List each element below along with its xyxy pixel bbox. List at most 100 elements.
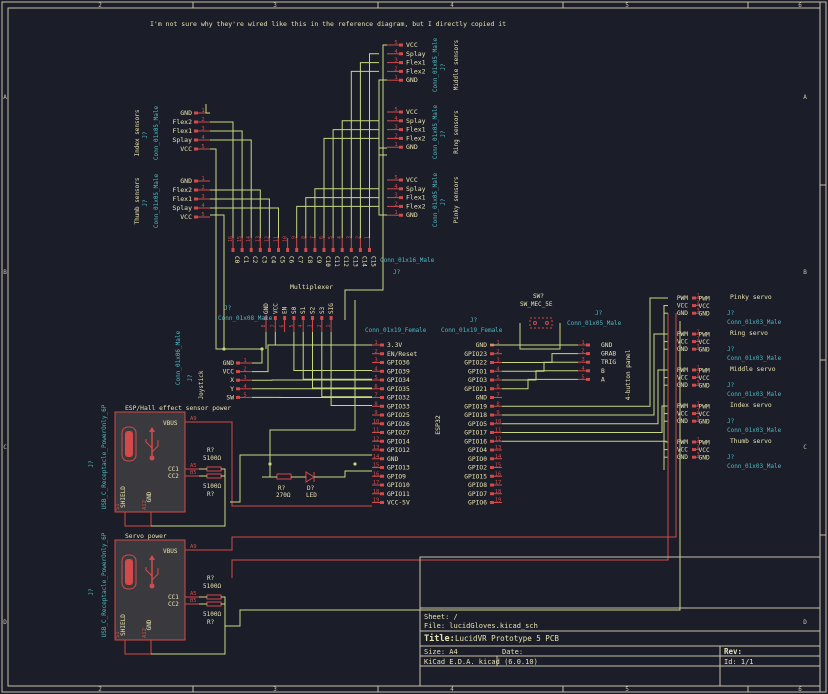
pin-head <box>341 248 344 252</box>
pin-head <box>259 248 262 252</box>
pin-name: EN <box>282 306 289 314</box>
usb-c-tongue <box>125 559 133 585</box>
pin-head <box>490 431 494 434</box>
resistor-value: 5100Ω <box>203 483 221 490</box>
servo-ref: J? <box>727 346 735 353</box>
pin-head <box>692 412 696 415</box>
pin-name: C9 <box>315 256 322 264</box>
pin-head <box>286 248 289 252</box>
pin-name: GND <box>699 347 710 354</box>
pin-name: GPIO14 <box>387 438 410 445</box>
pin-name: GPIO2 <box>468 465 487 472</box>
border-row-label: A <box>3 94 7 101</box>
pin-head <box>692 340 696 343</box>
border-col-label: 6 <box>798 686 802 693</box>
pin-name: Splay <box>172 136 192 144</box>
pin-number: 3 <box>201 126 204 132</box>
pin-name: C14 <box>360 256 367 267</box>
pin-head <box>692 376 696 379</box>
usb-pin-vbus: VBUS <box>163 548 178 555</box>
joystick-ref: J? <box>187 374 194 382</box>
pin-head <box>490 379 494 382</box>
pin-head <box>277 248 280 252</box>
pin-head <box>194 180 198 183</box>
pin-name: C6 <box>288 256 295 264</box>
pin-name: GPIO9 <box>387 473 406 480</box>
wire <box>297 206 379 238</box>
pin-head <box>292 316 295 320</box>
pin-head <box>332 248 335 252</box>
servo-value: Conn_01x03_Male <box>727 355 782 362</box>
pin-name: GND <box>699 455 710 462</box>
pin-name: PWM <box>677 331 688 338</box>
pin-name: GND <box>406 143 418 151</box>
pin-head <box>380 492 384 495</box>
pin-number: 5 <box>581 374 584 380</box>
rev-label: Rev: <box>724 647 742 656</box>
pin-number: 12 <box>373 436 380 442</box>
pin-name: GND <box>406 76 418 84</box>
wire <box>210 215 224 349</box>
pin-name: Splay <box>406 185 426 193</box>
pin-name: Flex2 <box>406 202 426 210</box>
pin-name: VCC <box>406 108 418 116</box>
pin-head <box>586 361 590 364</box>
pin-head <box>490 370 494 373</box>
pin-head <box>490 440 494 443</box>
connector-value: Conn_01x05_Male <box>153 174 160 229</box>
usb-ref: J? <box>88 588 95 596</box>
pin-name: SIG <box>328 303 335 314</box>
servo-ref: J? <box>727 454 735 461</box>
pin-head <box>236 362 240 365</box>
wire <box>230 455 372 502</box>
connector-ref: J? <box>142 199 149 207</box>
pin-name: PWM <box>677 403 688 410</box>
wire <box>303 332 372 379</box>
pin-name: GPIO3 <box>468 377 487 384</box>
wire <box>322 332 372 397</box>
pin-name: GND <box>677 454 688 461</box>
border-col-label: 6 <box>798 2 802 9</box>
border-row-label: D <box>3 619 7 626</box>
esp32-label: ESP32 <box>434 415 442 435</box>
pin-head <box>380 352 384 355</box>
connector-name: Index sensors <box>134 109 141 156</box>
pin-head <box>380 422 384 425</box>
usb-title: ESP/Hall effect sensor power <box>125 405 231 412</box>
pin-number: 6 <box>496 384 499 390</box>
pin-head <box>194 189 198 192</box>
pin-name: PWM <box>677 439 688 446</box>
pin-name: GND <box>223 360 235 367</box>
button-panel-value: Conn_01x05_Male <box>567 320 622 327</box>
wire <box>370 54 380 238</box>
pin-head <box>692 456 696 459</box>
pin-number: 5 <box>394 107 397 113</box>
junction-dot <box>222 347 225 350</box>
schematic-note: I'm not sure why they're wired like this… <box>150 20 506 28</box>
pin-name: S1 <box>300 306 307 314</box>
pin-name: VCC <box>677 411 688 418</box>
usb-pin-cc1: CC1 <box>168 594 179 601</box>
switch-value: SW_MEC_5E <box>520 301 553 308</box>
pin-head <box>692 384 696 387</box>
pin-head <box>692 420 696 423</box>
pin-name: GND <box>699 383 710 390</box>
pin-head <box>399 61 403 64</box>
wire <box>210 208 279 238</box>
pin-name: GPIO19 <box>464 403 487 410</box>
pin-number: 10 <box>495 419 502 425</box>
pin-head <box>241 248 244 252</box>
pin-name: GND <box>263 303 270 314</box>
pin-number: 15 <box>373 463 380 469</box>
pin-number: 3 <box>394 193 397 199</box>
date-label: Date: <box>502 648 523 656</box>
pin-number: 5 <box>394 175 397 181</box>
pin-head <box>399 52 403 55</box>
pin-head <box>692 312 696 315</box>
pin-number: 10 <box>373 419 380 425</box>
pin-name: PWM <box>677 367 688 374</box>
connector-value: Conn_01x05_Male <box>153 106 160 161</box>
border-row-label: C <box>803 444 807 451</box>
pin-number: 5 <box>374 375 377 381</box>
